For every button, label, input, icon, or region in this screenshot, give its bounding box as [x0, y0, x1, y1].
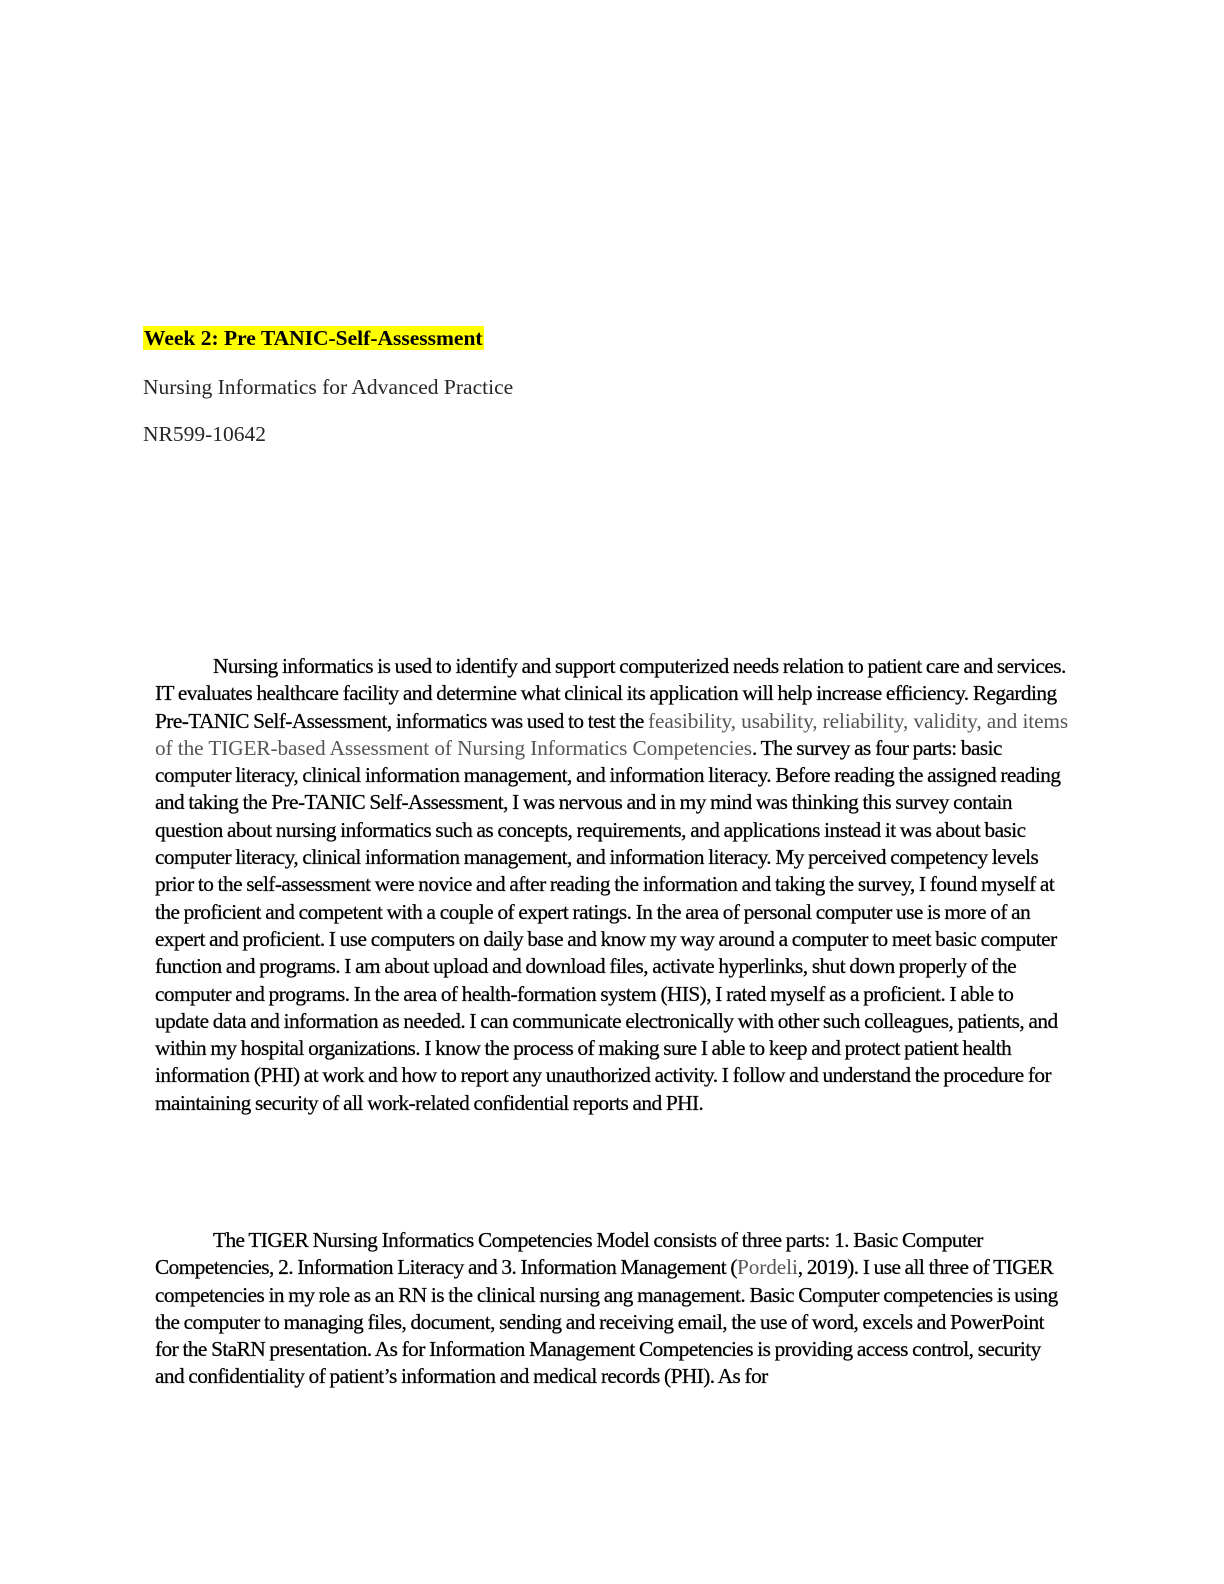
citation-author: Pordeli — [736, 1255, 798, 1280]
paragraph-1-text-continued: . The survey as four parts: basic comput… — [155, 735, 1061, 1115]
paragraph-2: The TIGER Nursing Informatics Competenci… — [155, 1227, 1070, 1391]
paragraph-2-text: The TIGER Nursing Informatics Competenci… — [155, 1228, 984, 1280]
course-code: NR599-10642 — [143, 422, 267, 446]
course-name: Nursing Informatics for Advanced Practic… — [143, 375, 514, 399]
paragraph-1: Nursing informatics is used to identify … — [155, 653, 1070, 1117]
paragraph-1-text: Nursing informatics is used to identify … — [155, 654, 1067, 733]
title-highlight: Week 2: Pre TANIC-Self-Assessment — [143, 326, 484, 350]
paragraph-2-text-continued: , 2019). I use all three of TIGER compet… — [155, 1255, 1058, 1389]
document-title: Week 2: Pre TANIC-Self-Assessment — [143, 324, 484, 352]
paragraph-1-quoted-text: feasibility, usability, reliability, val… — [155, 708, 1069, 760]
